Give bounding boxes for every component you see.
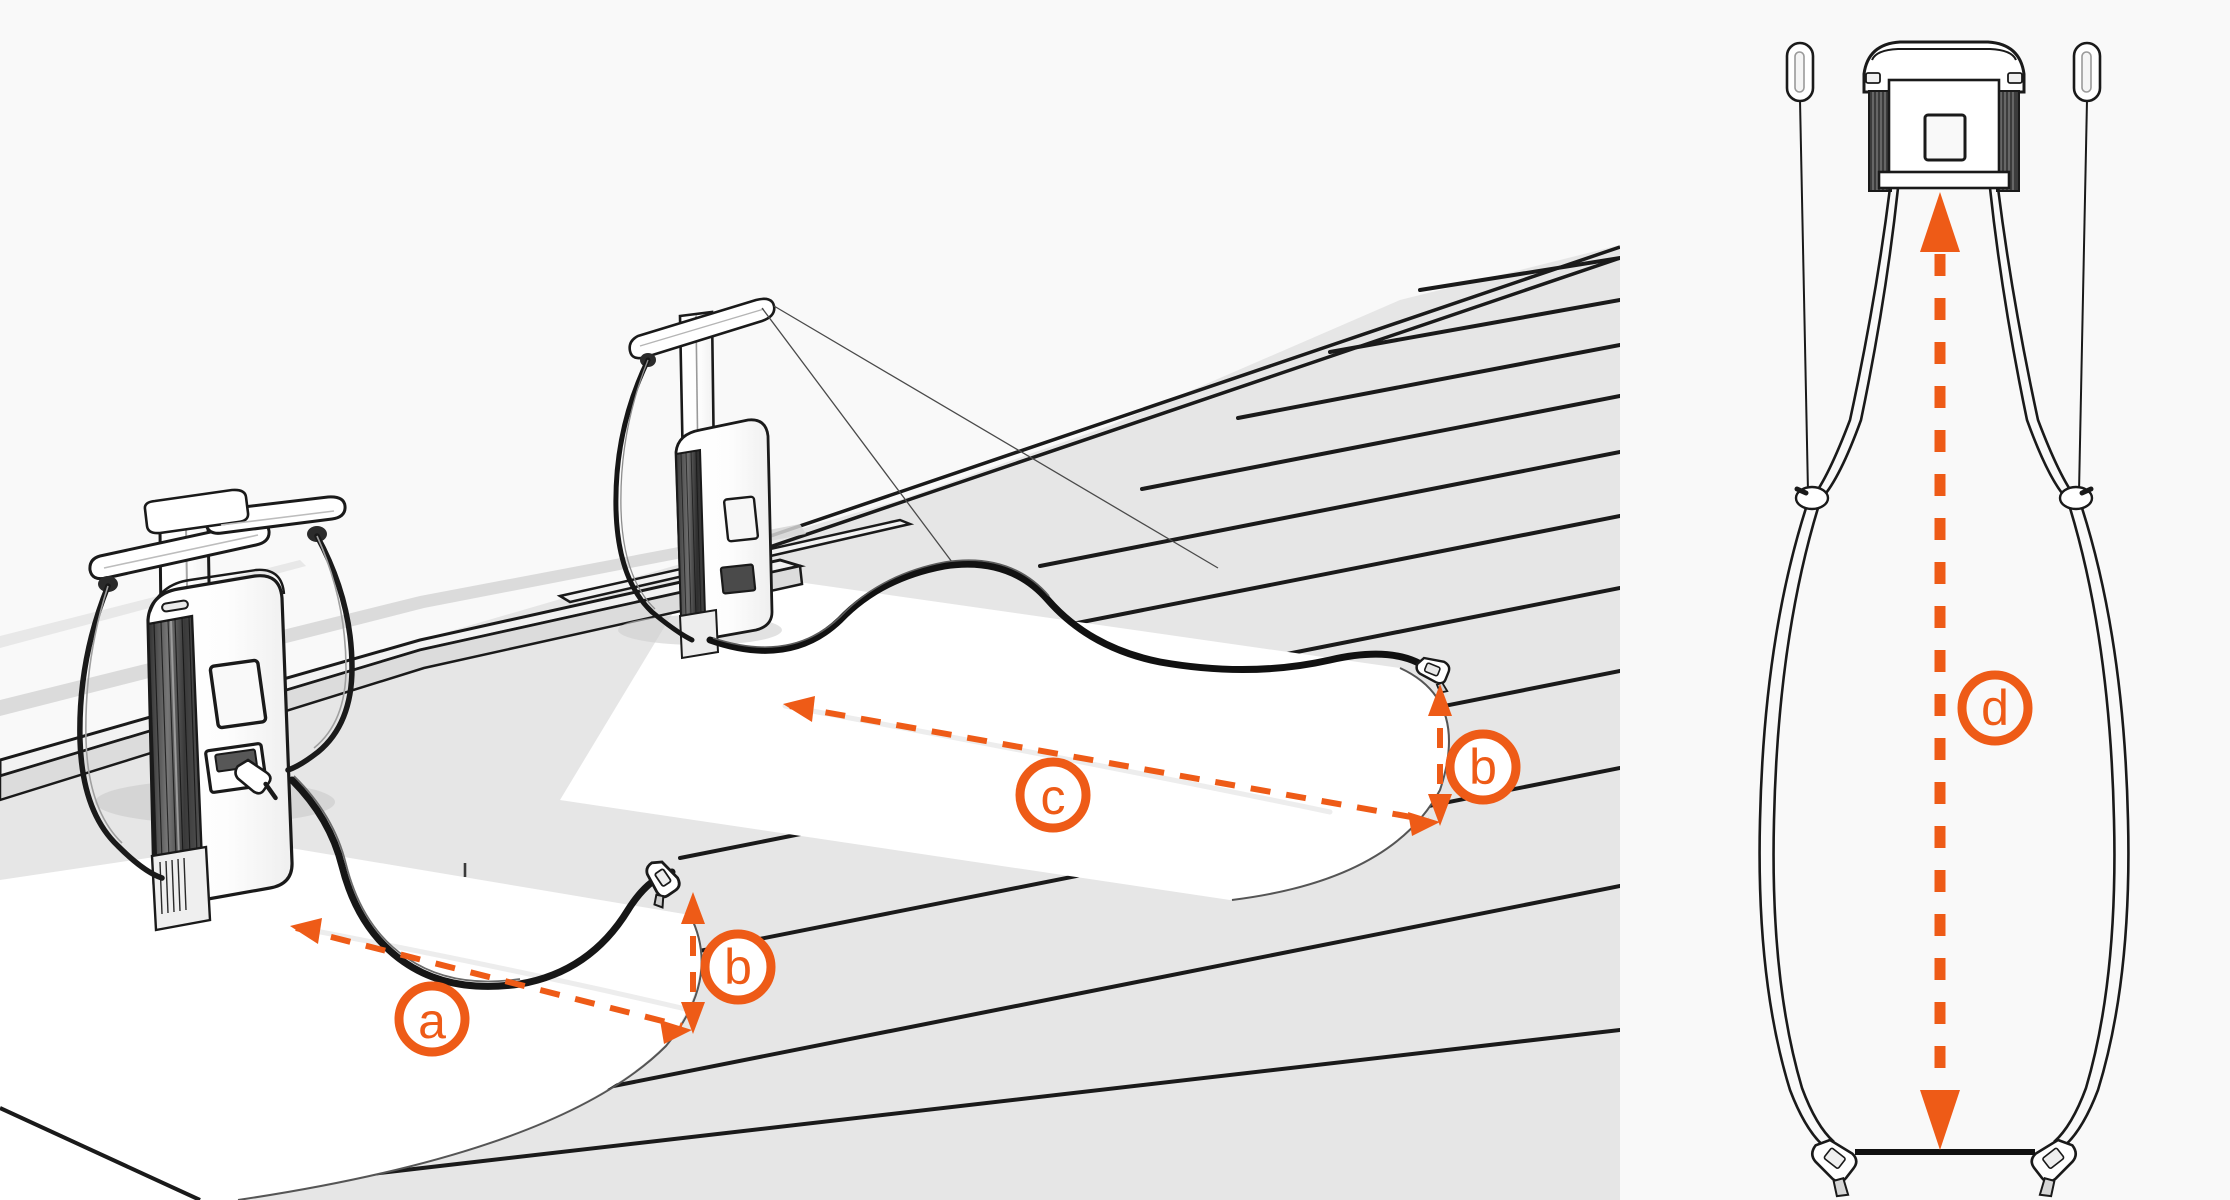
charger-front-left[interactable]	[77, 488, 355, 932]
elevation-hanger-dropline-right	[2078, 99, 2088, 493]
elevation-hanger-left[interactable]	[1785, 41, 1815, 103]
alignment-leader	[761, 305, 1219, 569]
highlighted-bay-left	[0, 842, 701, 1200]
charger-front-elevation[interactable]	[1758, 40, 2130, 1200]
elevation-hanger-right[interactable]	[2072, 41, 2102, 103]
elevation-hanger-dropline-left	[1799, 99, 1809, 493]
charger-front-cable-left	[77, 583, 165, 881]
dimension-marker-b-right: b	[1445, 729, 1521, 805]
dimension-marker-b-left-label: b	[724, 939, 752, 995]
elevation-bottom-sill	[1877, 170, 2011, 190]
charger-back-connector-head	[1415, 656, 1451, 694]
dim-c-arrow-start	[783, 696, 815, 722]
dim-c-arrow-end	[1408, 812, 1440, 836]
charger-front-body-shoulder	[148, 568, 286, 613]
island-curb-face	[0, 564, 804, 802]
dim-c-line	[789, 703, 1429, 823]
dimension-marker-a: a	[394, 981, 470, 1057]
bay-stripe-on-white	[0, 1106, 201, 1200]
elevation-cable-right	[1988, 187, 2130, 1150]
dim-a-line	[295, 925, 683, 1029]
charger-front-base-vents	[159, 857, 187, 915]
elevation-display[interactable]	[1923, 113, 1967, 162]
charger-back-body-bevel	[675, 418, 769, 453]
dim-b-left-arrow-bottom	[681, 1002, 705, 1034]
dimension-marker-b-right-label: b	[1469, 739, 1497, 795]
charger-back-right[interactable]	[613, 297, 776, 660]
dimension-arrowheads-left	[290, 684, 1452, 1044]
elevation-connector-right	[2030, 1138, 2078, 1198]
charger-front-top-slot	[161, 599, 189, 613]
charger-front-cable-arm	[88, 488, 347, 581]
front-elevation-scene: d	[1620, 0, 2230, 1200]
dim-a-arrow-end	[660, 1020, 692, 1044]
dim-d-arrow-bottom	[1920, 1090, 1960, 1150]
dimension-marker-c-label: c	[1041, 769, 1066, 825]
charger-front-plugged-connector	[234, 758, 278, 801]
island-back-apron	[0, 524, 806, 716]
dim-b-right-arrow-bottom	[1428, 794, 1452, 826]
charger-back-cable-arm	[628, 297, 776, 360]
dimension-marker-b-left: b	[700, 929, 776, 1005]
dimension-marker-d: d	[1957, 670, 2033, 746]
pavement-far-field	[760, 245, 1620, 700]
dim-b-left-arrow-top	[681, 892, 705, 924]
elevation-connector-left	[1810, 1138, 1858, 1198]
elevation-canopy-notch-right	[2007, 72, 2023, 84]
charger-back-reach-cable	[706, 559, 1436, 676]
charger-back-plinth	[678, 608, 720, 660]
island-seam-far	[699, 245, 1620, 572]
elevation-cable-left	[1758, 187, 1900, 1150]
charger-back-display[interactable]	[722, 495, 760, 543]
charger-front-cable-right	[285, 533, 355, 773]
dimension-overlays-left	[295, 692, 1443, 1029]
dim-d-arrow-top	[1920, 192, 1960, 252]
elevation-background	[1620, 0, 2230, 1200]
elevation-canopy-notch-left	[1865, 72, 1881, 84]
dim-b-right-arrow-top	[1428, 684, 1452, 716]
dim-a-arrow-start	[290, 918, 322, 944]
dimension-marker-c: c	[1015, 757, 1091, 833]
dimension-marker-d-label: d	[1981, 680, 2009, 736]
perspective-scene: a b c b	[0, 245, 1620, 1200]
charger-front-reach-cable	[288, 775, 676, 990]
charger-front-connector-head	[645, 860, 681, 909]
dimension-marker-a-label: a	[418, 993, 446, 1049]
charger-back-connector-socket[interactable]	[719, 563, 757, 595]
charger-front-display[interactable]	[208, 658, 268, 730]
charger-back-cable-left	[613, 357, 695, 643]
